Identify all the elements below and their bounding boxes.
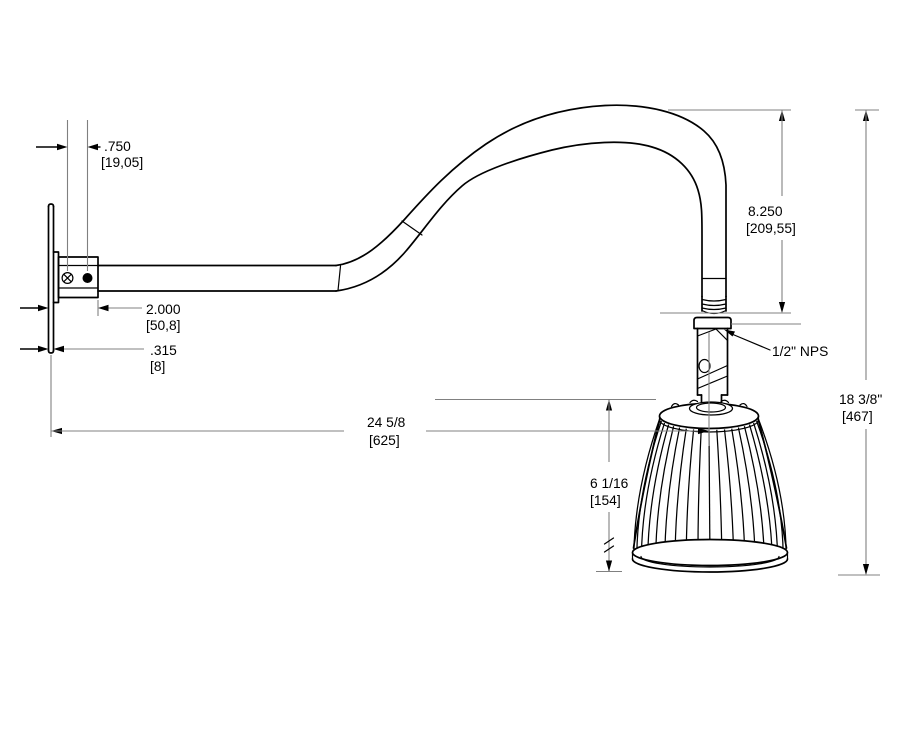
lamp-head xyxy=(631,399,789,573)
knuckle-swivel-seam-2 xyxy=(696,375,729,390)
mounting-arm xyxy=(97,264,342,292)
wall-plate-bottom-cap xyxy=(47,349,55,354)
callout-thread-size: 1/2" NPS xyxy=(724,323,828,359)
dim-315-metric: [8] xyxy=(150,359,165,374)
arrowhead-right-pointing xyxy=(38,304,49,312)
knuckle-upper-seam xyxy=(696,328,717,337)
dim-6116-imperial: 6 1/16 xyxy=(590,476,629,491)
dimension-plate-thickness: .315 [8] xyxy=(20,343,177,374)
gooseneck-tube xyxy=(335,104,727,298)
gooseneck-seam-upper xyxy=(401,220,423,236)
mounting-screw-left-cross xyxy=(63,274,72,282)
dimension-hub-projection: 2.000 [50,8] xyxy=(20,300,181,333)
thread-callout-label: 1/2" NPS xyxy=(772,344,828,359)
bell-right-side xyxy=(757,419,788,549)
threaded-nipple xyxy=(701,295,727,315)
line-break-symbol xyxy=(603,537,615,553)
arrowhead-right-pointing xyxy=(38,345,49,353)
arrowhead-left-pointing xyxy=(87,143,98,151)
head-collar-outer xyxy=(688,401,734,416)
knuckle-swivel-seam-1 xyxy=(696,364,729,380)
arrowhead-down-pointing xyxy=(605,560,613,572)
wall-plate-top-cap xyxy=(47,203,55,208)
dim-2458-imperial: 24 5/8 xyxy=(367,415,406,430)
head-flange-lugs xyxy=(670,399,748,408)
hub-outline xyxy=(57,256,99,299)
swivel-knuckle xyxy=(693,316,732,408)
head-rim-band-top xyxy=(631,538,789,567)
dim-2458-metric: [625] xyxy=(369,433,400,448)
dim-1838-metric: [467] xyxy=(842,409,873,424)
arrowhead-down-pointing xyxy=(862,564,870,575)
head-rim-band-bottom-arc xyxy=(631,558,789,573)
mounting-screw-right xyxy=(82,273,93,283)
dim-6116-metric: [154] xyxy=(590,493,621,508)
dimension-head-height: 6 1/16 [154] xyxy=(435,398,656,573)
mounting-screw-left xyxy=(61,272,74,285)
dimension-hole-spacing: .750 [19,05] xyxy=(36,120,143,271)
arm-weld-seam xyxy=(337,265,342,292)
dim-750-metric: [19,05] xyxy=(101,155,143,170)
ext-line xyxy=(66,120,89,271)
knuckle-body-sides xyxy=(696,327,729,396)
dim-2000-metric: [50,8] xyxy=(146,318,181,333)
dim-315-imperial: .315 xyxy=(150,343,177,358)
arrowhead-left-pointing xyxy=(53,345,64,353)
dim-750-imperial: .750 xyxy=(104,139,131,154)
gooseneck-inner-edge xyxy=(335,141,703,298)
arrowhead-right-pointing xyxy=(57,143,68,151)
dim-1838-imperial: 18 3/8" xyxy=(839,392,882,407)
nipple-thread-3 xyxy=(701,307,727,311)
arrowhead-down-pointing xyxy=(778,302,786,313)
head-collar-inner xyxy=(695,402,727,413)
head-rim-band-side-ticks xyxy=(631,551,789,560)
dimension-gooseneck-drop: 8.250 [209,55] xyxy=(660,109,796,314)
knuckle-set-screw xyxy=(698,358,711,374)
dim-2000-imperial: 2.000 xyxy=(146,302,181,317)
dimension-overall-height: 18 3/8" [467] xyxy=(838,109,882,576)
arrowhead-left-pointing xyxy=(98,304,109,312)
nipple-thread-1 xyxy=(701,298,727,302)
head-rim-inner-lip-arc xyxy=(640,555,780,568)
knuckle-notch xyxy=(715,328,729,342)
mounting-hub xyxy=(52,251,99,304)
dim-8250-metric: [209,55] xyxy=(746,221,796,236)
knuckle-cap xyxy=(693,316,732,330)
leader-arrowhead xyxy=(724,329,735,337)
lamp-ribs xyxy=(633,418,787,564)
nipple-thread-2 xyxy=(701,303,727,307)
leader-line xyxy=(732,333,771,351)
gooseneck-outer-edge xyxy=(335,104,727,298)
dim-8250-imperial: 8.250 xyxy=(748,204,783,219)
arrowhead-right-pointing xyxy=(698,427,709,435)
dimension-arm-reach: 24 5/8 [625] xyxy=(50,332,710,448)
wall-plate xyxy=(47,203,55,354)
